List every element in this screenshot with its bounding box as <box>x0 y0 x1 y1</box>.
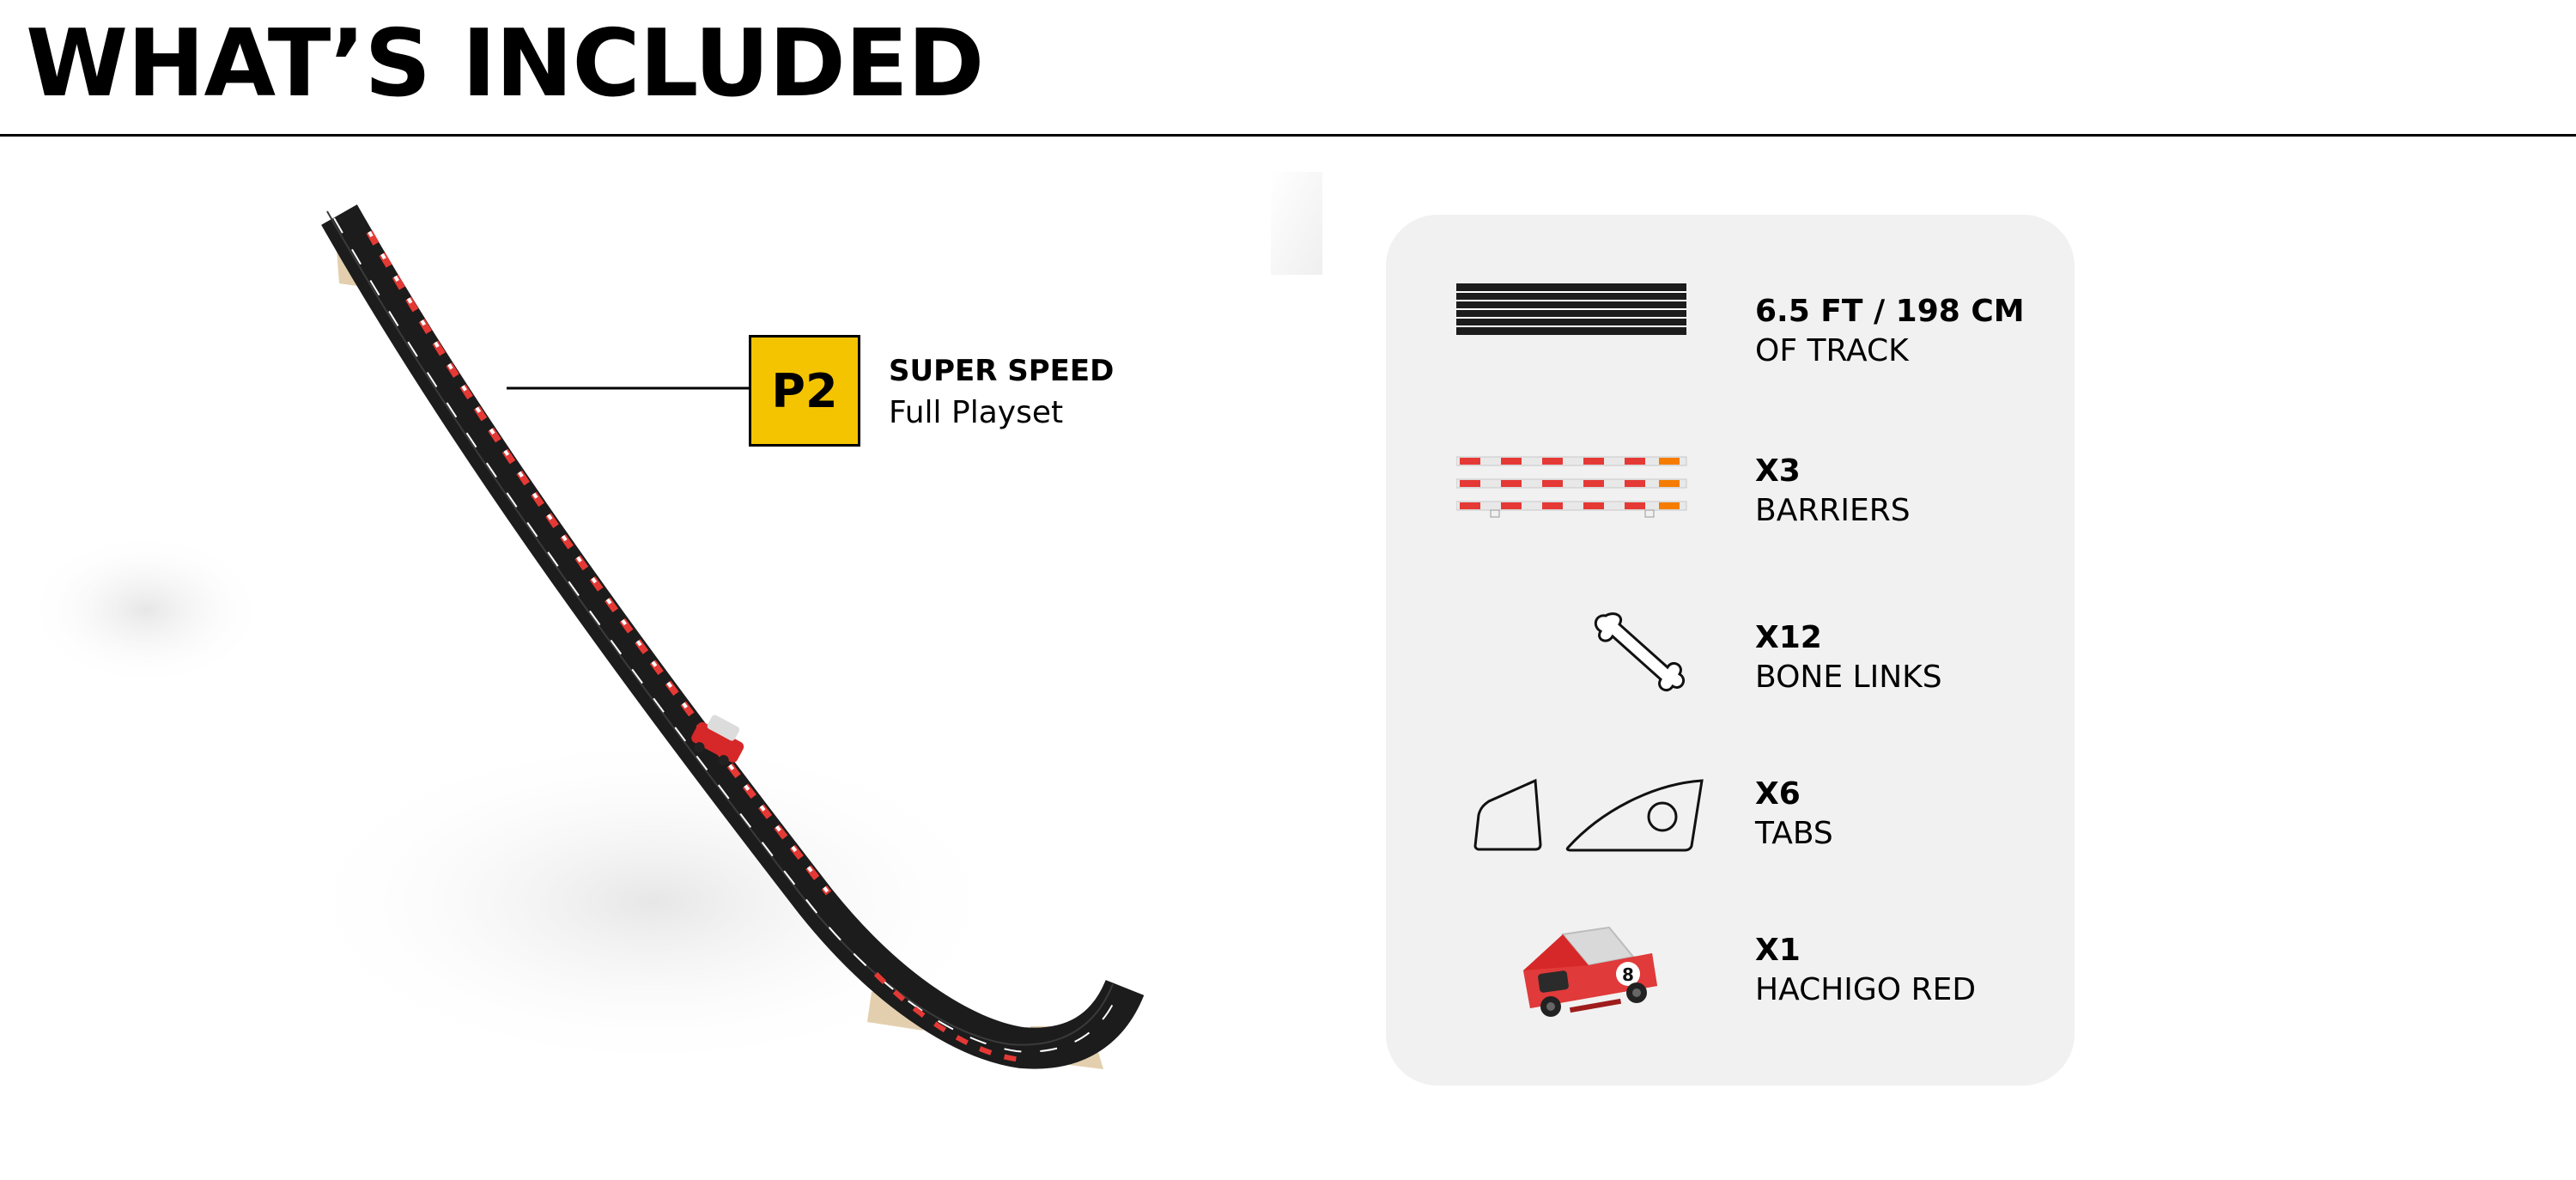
track-playset-illustration <box>26 172 1322 1074</box>
item-label: TABS <box>1755 816 1833 851</box>
tabs-icon <box>1473 778 1704 852</box>
car-on-track <box>691 715 744 766</box>
track-edge <box>326 210 1114 1046</box>
barriers-icon <box>1456 456 1687 518</box>
item-quantity: X3 <box>1755 453 1801 489</box>
track-barrier <box>873 971 1023 1062</box>
ramp-track <box>321 204 1145 1069</box>
item-label: OF TRACK <box>1755 333 1909 368</box>
item-quantity: 6.5 FT / 198 CM <box>1755 294 2025 329</box>
item-quantity: X6 <box>1755 776 1801 812</box>
track-shadow <box>292 730 1013 1074</box>
item-label: HACHIGO RED <box>1755 972 1977 1007</box>
product-badge: P2 <box>749 335 860 447</box>
product-title: SUPER SPEED <box>889 354 1115 388</box>
item-quantity: X12 <box>1755 620 1822 655</box>
track-shadow <box>26 532 266 687</box>
item-label: BONE LINKS <box>1755 660 1942 695</box>
product-badge-label: P2 <box>771 363 838 418</box>
included-items-card: 6.5 FT / 198 CM OF TRACK <box>1386 215 2075 1086</box>
item-label: BARRIERS <box>1755 493 1911 528</box>
track-barrier <box>366 230 832 896</box>
toy-car-icon: 8 <box>1523 926 1657 1017</box>
product-subtitle: Full Playset <box>889 395 1064 430</box>
background-shade <box>1271 172 1322 275</box>
svg-text:8: 8 <box>1622 964 1634 985</box>
title-divider <box>0 134 2576 137</box>
lane-markings <box>333 217 1119 1053</box>
track-pieces-icon <box>1456 283 1686 335</box>
item-quantity: X1 <box>1755 933 1801 968</box>
page-title: WHAT’S INCLUDED <box>26 10 984 118</box>
bone-link-icon <box>1594 612 1685 691</box>
